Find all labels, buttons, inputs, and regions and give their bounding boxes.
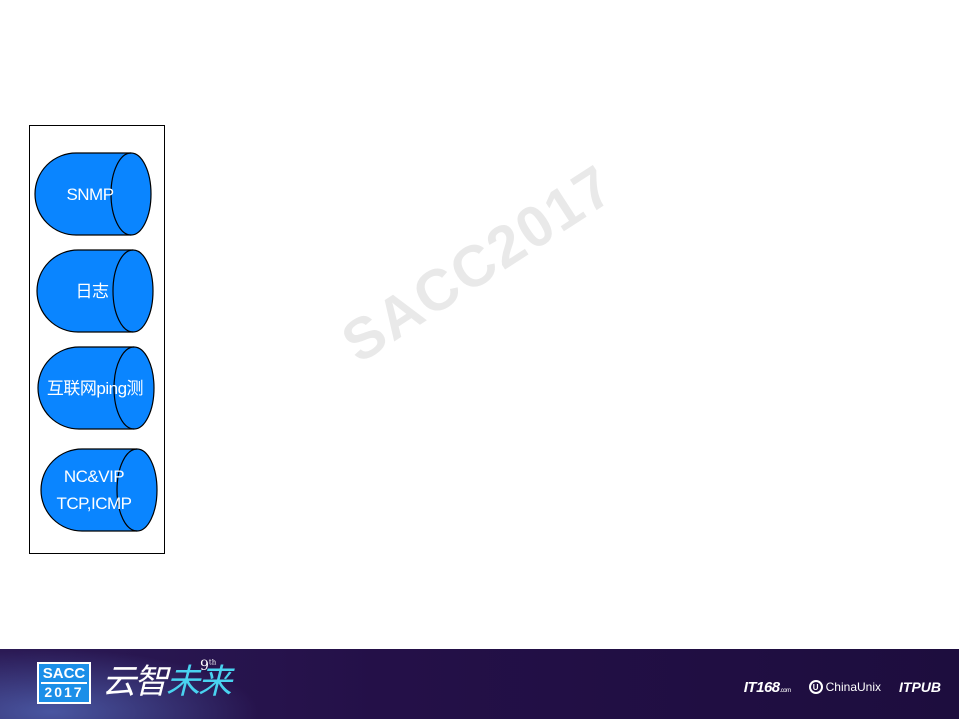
slogan: 云智未来: [102, 661, 232, 703]
data-source-panel: SNMP 日志 互联网ping测 NC&VIP TCP,ICMP: [29, 125, 165, 554]
cylinder-nc-vip-shape: [40, 448, 158, 532]
itpub-logo: ITPUB: [899, 679, 941, 695]
cylinder-logs: 日志: [36, 249, 154, 333]
cylinder-logs-label: 日志: [75, 281, 110, 301]
edition-number: 9: [200, 658, 209, 674]
cylinder-internet-ping-label: 互联网ping测: [46, 378, 144, 398]
cylinder-internet-ping-shape: [37, 346, 155, 430]
cylinder-nc-vip-label-line1: NC&VIP: [63, 467, 125, 486]
chinaunix-logo-text: ChinaUnix: [825, 680, 881, 694]
sacc-logo-name: SACC: [40, 664, 88, 684]
sponsor-logos: IT168.com U ChinaUnix ITPUB: [744, 677, 941, 697]
slogan-part-b: 未来: [166, 662, 232, 702]
footer-banner: SACC 2017 云智未来 9th IT168.com U ChinaUnix…: [0, 649, 959, 719]
itpub-logo-text: ITPUB: [899, 679, 941, 695]
it168-logo-text: IT168: [743, 678, 780, 696]
edition-suffix: th: [208, 658, 217, 667]
cylinder-nc-vip-label-line2: TCP,ICMP: [56, 494, 132, 513]
cylinder-snmp: SNMP: [34, 152, 152, 236]
chinaunix-icon: U: [808, 680, 823, 694]
it168-logo: IT168.com: [744, 679, 791, 696]
cylinder-snmp-label: SNMP: [66, 184, 114, 204]
slogan-part-a: 云智: [102, 662, 168, 702]
cylinder-internet-ping: 互联网ping测: [37, 346, 155, 430]
it168-logo-suffix: .com: [779, 687, 792, 694]
sacc-logo-year: 2017: [44, 683, 84, 700]
edition-mark: 9th: [200, 658, 216, 674]
sacc-logo: SACC 2017: [37, 662, 91, 704]
cylinder-nc-vip: NC&VIP TCP,ICMP: [40, 448, 158, 532]
watermark-text: SACC2017: [330, 152, 626, 376]
chinaunix-logo: U ChinaUnix: [808, 680, 881, 694]
cylinder-logs-shape: [36, 249, 154, 333]
cylinder-snmp-shape: [34, 152, 152, 236]
